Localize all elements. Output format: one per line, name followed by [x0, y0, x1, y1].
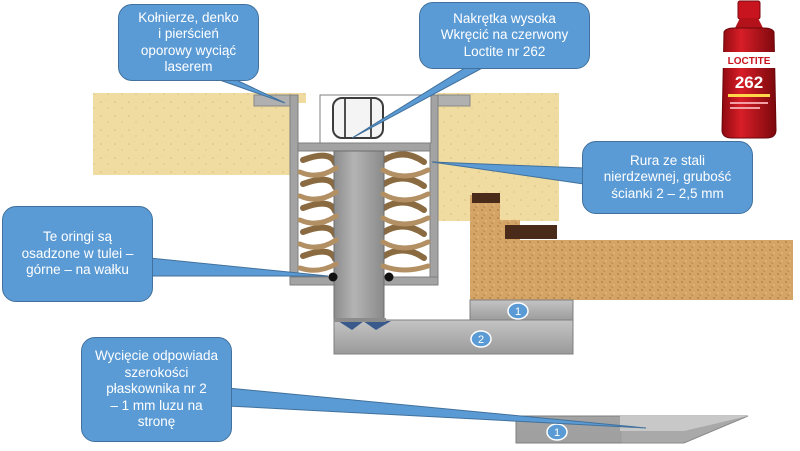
loctite-brand: LOCTITE: [728, 56, 771, 67]
cork-board: [470, 193, 793, 300]
callout-flanges-text: Kołnierze, denko i pierścień oporowy wyc…: [138, 9, 239, 74]
callout-cutout: Wycięcie odpowiada szerokości płaskownik…: [81, 337, 232, 442]
flat-bar-2: [333, 318, 574, 355]
loctite-bottle: LOCTITE 262: [721, 0, 777, 139]
spring-front: [297, 165, 431, 273]
o-ring-right: [384, 272, 394, 282]
callout-tube-text: Rura ze stali nierdzewnej, grubość ścian…: [603, 152, 732, 201]
o-ring-left: [328, 272, 338, 282]
badge-1-lower-label: 1: [554, 427, 560, 439]
callout-tube: Rura ze stali nierdzewnej, grubość ścian…: [582, 141, 753, 214]
badge-1-upper-label: 1: [515, 306, 521, 318]
badge-1-upper: 1: [507, 302, 529, 320]
shaft: [333, 150, 385, 322]
wood-board: [93, 93, 559, 221]
callout-pointers: [149, 65, 647, 429]
callout-orings-text: Te oringi są osadzone w tulei – górne – …: [21, 229, 134, 278]
callout-cutout-text: Wycięcie odpowiada szerokości płaskownik…: [95, 348, 218, 430]
badge-2: 2: [470, 330, 492, 348]
callout-orings: Te oringi są osadzone w tulei – górne – …: [2, 206, 153, 302]
callout-flanges: Kołnierze, denko i pierścień oporowy wyc…: [118, 4, 259, 81]
badge-2-label: 2: [478, 334, 484, 346]
nut: [332, 97, 384, 139]
callout-nut-text: Nakrętka wysoka Wkręcić na czerwony Loct…: [440, 10, 569, 59]
loctite-number: 262: [735, 73, 763, 92]
callout-nut: Nakrętka wysoka Wkręcić na czerwony Loct…: [419, 2, 590, 69]
badge-1-lower: 1: [546, 423, 568, 441]
